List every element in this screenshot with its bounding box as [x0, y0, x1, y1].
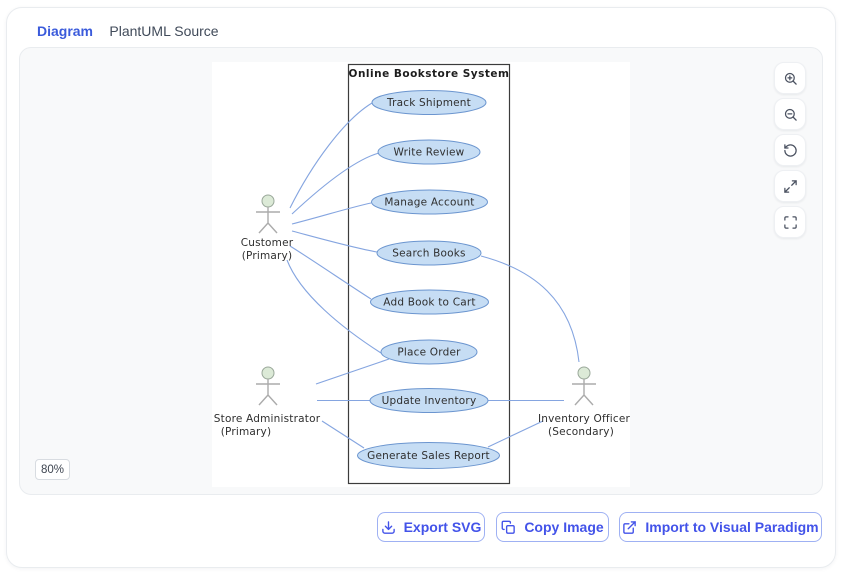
zoom-out-button[interactable]: [774, 98, 806, 130]
association-edges: [286, 102, 580, 449]
usecase-label: Search Books: [392, 248, 465, 260]
edge-officer-generate-report: [487, 420, 544, 448]
actor-role: (Secondary): [548, 426, 614, 438]
actor-head: [261, 194, 275, 208]
usecase-label: Add Book to Cart: [383, 297, 475, 309]
reset-icon: [783, 143, 797, 157]
actor-name: Inventory Officer: [538, 413, 630, 425]
expand-button[interactable]: [774, 170, 806, 202]
edge-officer-search-books: [480, 255, 580, 363]
copy-image-label: Copy Image: [524, 519, 604, 535]
usecase-label: Track Shipment: [386, 97, 471, 109]
zoom-in-button[interactable]: [774, 62, 806, 94]
external-link-icon: [623, 520, 637, 534]
actor-head: [577, 366, 591, 380]
usecase-diagram: Online Bookstore System Track Shipment: [214, 63, 630, 485]
zoom-level-badge: 80%: [35, 459, 70, 480]
edge-customer-add-book: [289, 245, 372, 300]
usecase-label: Manage Account: [384, 197, 474, 209]
system-title: Online Bookstore System: [349, 68, 510, 80]
actor-name: Customer: [241, 237, 294, 249]
actor-body: [256, 207, 280, 234]
download-icon: [381, 520, 395, 534]
usecase-generate-sales-report: [357, 442, 500, 469]
edge-admin-generate-report: [321, 420, 365, 449]
actor-role: (Primary): [221, 426, 272, 438]
diagram-canvas[interactable]: Online Bookstore System Track Shipment: [212, 62, 630, 487]
actor-body: [572, 379, 596, 406]
usecase-place-order: [380, 339, 478, 365]
usecase-manage-account: [371, 189, 488, 215]
import-vp-label: Import to Visual Paradigm: [645, 519, 819, 535]
usecase-update-inventory: [369, 388, 489, 413]
import-to-visual-paradigm-button[interactable]: Import to Visual Paradigm: [619, 512, 822, 542]
actor-inventory-officer: Inventory Officer (Secondary): [538, 366, 630, 438]
usecase-track-shipment: [371, 90, 487, 115]
usecase-search-books: [376, 240, 482, 266]
actor-head: [261, 366, 275, 380]
zoom-out-icon: [784, 108, 797, 121]
edge-customer-search-books: [291, 230, 378, 253]
export-svg-button[interactable]: Export SVG: [377, 512, 485, 542]
usecase-add-book-to-cart: [370, 289, 489, 315]
copy-icon: [501, 520, 516, 534]
copy-image-button[interactable]: Copy Image: [496, 512, 609, 542]
usecase-label: Place Order: [397, 347, 461, 359]
edge-admin-place-order: [315, 358, 390, 385]
reset-view-button[interactable]: [774, 134, 806, 166]
fullscreen-button[interactable]: [774, 206, 806, 238]
actor-name: Store Administrator: [214, 413, 321, 425]
system-boundary: [347, 63, 511, 485]
tab-plantuml-source[interactable]: PlantUML Source: [109, 23, 219, 39]
usecase-label: Generate Sales Report: [367, 450, 490, 462]
usecase-label: Update Inventory: [382, 395, 477, 407]
use-cases: Track Shipment Write Review Manage Accou…: [357, 90, 500, 469]
usecase-write-review: [377, 139, 481, 165]
zoom-in-icon: [784, 72, 797, 85]
actor-store-administrator: Store Administrator (Primary): [214, 366, 321, 438]
edge-customer-place-order: [286, 259, 382, 354]
actor-role: (Primary): [242, 250, 293, 262]
edge-customer-track-shipment: [289, 102, 373, 209]
edge-customer-manage-account: [291, 202, 372, 225]
fullscreen-icon: [783, 215, 797, 229]
expand-icon: [783, 179, 797, 193]
edge-customer-write-review: [291, 152, 380, 215]
usecase-label: Write Review: [394, 147, 465, 159]
export-svg-label: Export SVG: [403, 519, 482, 535]
actor-customer: Customer (Primary): [241, 194, 294, 262]
actor-body: [256, 379, 280, 406]
